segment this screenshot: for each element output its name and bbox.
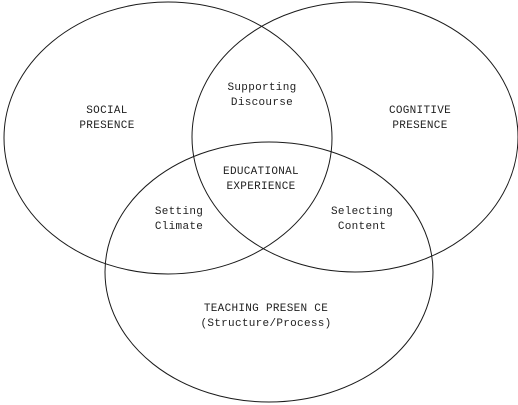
social-presence-label: SOCIAL PRESENCE: [79, 105, 135, 132]
selecting-content-label: Selecting Content: [330, 206, 394, 233]
educational-experience-label: EDUCATIONAL EXPERIENCE: [223, 166, 299, 193]
supporting-discourse-label: Supporting Discourse: [227, 82, 297, 109]
teaching-presence-circle: [104, 141, 434, 403]
setting-climate-label: Setting Climate: [154, 206, 204, 233]
social-presence-circle: [3, 1, 333, 275]
cognitive-presence-label: COGNITIVE PRESENCE: [388, 105, 452, 132]
cognitive-presence-circle: [191, 1, 518, 273]
teaching-presence-label: TEACHING PRESEN CE (Structure/Process): [200, 303, 332, 330]
